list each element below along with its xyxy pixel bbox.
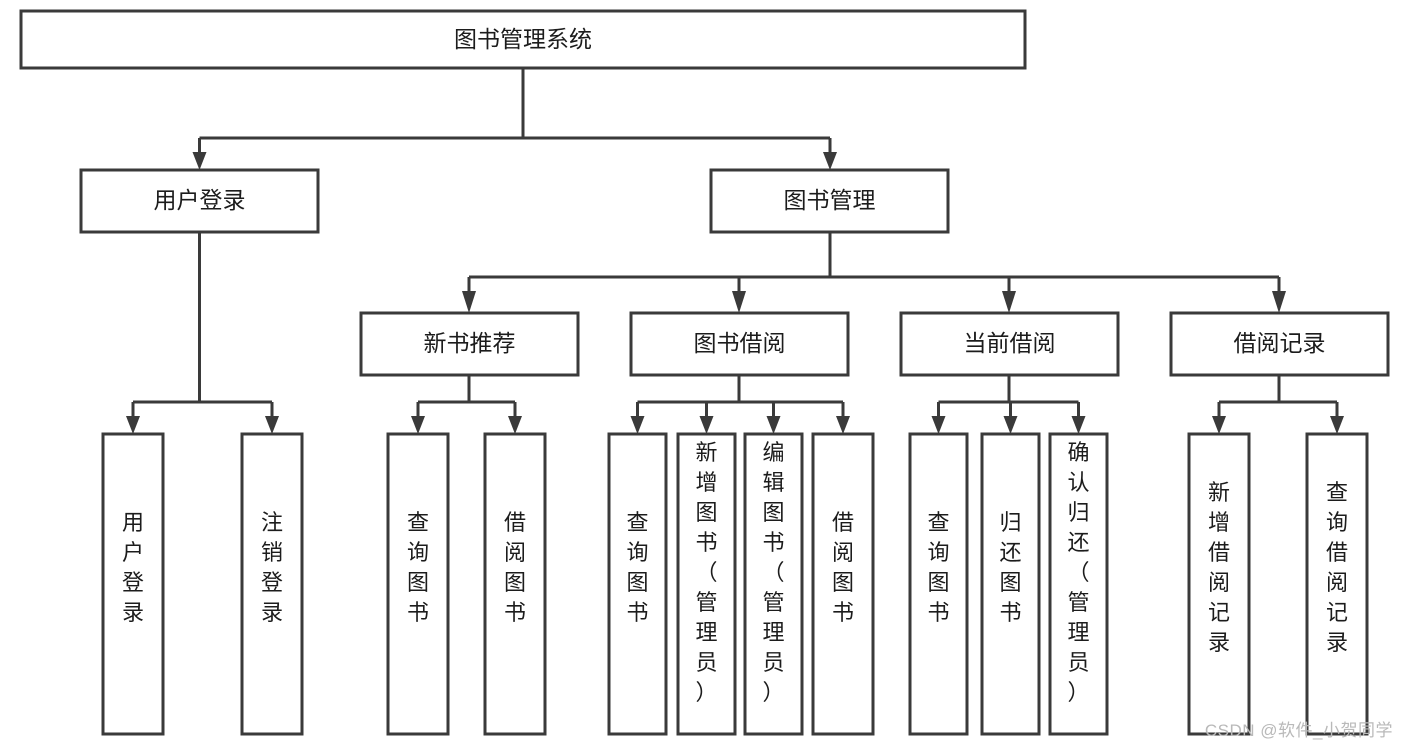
node-new-book-recommend[interactable]: 新书推荐 — [359, 311, 580, 377]
connector-borrow-record-to-leaves — [1212, 375, 1344, 434]
node-leaf-logout-box[interactable] — [240, 432, 304, 736]
node-root-box[interactable] — [19, 9, 1027, 70]
node-leaf-add-borrow-record-box[interactable] — [1187, 432, 1251, 736]
node-leaf-add-book-admin-label: 新增图书（管理员） — [695, 440, 717, 705]
node-borrow-record-box[interactable] — [1169, 311, 1390, 377]
node-book-borrow-label: 图书借阅 — [694, 330, 786, 356]
node-leaf-query-book-borrow-box[interactable] — [607, 432, 668, 736]
node-leaf-add-borrow-record[interactable]: 新增借阅记录 — [1187, 432, 1251, 736]
connector-root-to-level1 — [192, 68, 837, 170]
node-leaf-logout[interactable]: 注销登录 — [240, 432, 304, 736]
node-book-management[interactable]: 图书管理 — [709, 168, 950, 234]
node-current-borrow[interactable]: 当前借阅 — [899, 311, 1120, 377]
connector-layer — [126, 68, 1344, 434]
node-leaf-add-book-admin-box[interactable] — [676, 432, 737, 736]
node-borrow-record-label: 借阅记录 — [1234, 330, 1326, 356]
connector-book-borrow-to-leaves — [630, 375, 850, 434]
node-user-login-box[interactable] — [79, 168, 320, 234]
node-book-borrow-box[interactable] — [629, 311, 850, 377]
node-leaf-query-book-current-label: 查询图书 — [927, 510, 949, 625]
node-leaf-query-book-recommend-label: 查询图书 — [407, 510, 429, 625]
node-leaf-borrow-book[interactable]: 借阅图书 — [811, 432, 875, 736]
node-leaf-edit-book-admin-box[interactable] — [743, 432, 804, 736]
node-leaf-user-login[interactable]: 用户登录 — [101, 432, 165, 736]
node-leaf-query-book-current[interactable]: 查询图书 — [908, 432, 969, 736]
node-leaf-query-borrow-record-box[interactable] — [1305, 432, 1369, 736]
node-leaf-user-login-box[interactable] — [101, 432, 165, 736]
leaf-nodes-layer: 用户登录 注销登录 查询图书 借阅图书 查询图书 新增图书（管理员） — [101, 432, 1369, 736]
node-leaf-query-book-recommend[interactable]: 查询图书 — [386, 432, 450, 736]
node-leaf-query-book-current-box[interactable] — [908, 432, 969, 736]
node-leaf-logout-label: 注销登录 — [261, 510, 283, 625]
node-new-book-recommend-box[interactable] — [359, 311, 580, 377]
node-leaf-query-book-recommend-box[interactable] — [386, 432, 450, 736]
connector-book-mgmt-to-level2 — [462, 232, 1286, 313]
node-leaf-query-book-borrow-label: 查询图书 — [626, 510, 648, 625]
node-leaf-borrow-book-recommend[interactable]: 借阅图书 — [483, 432, 547, 736]
node-leaf-confirm-return-admin-box[interactable] — [1048, 432, 1109, 736]
node-leaf-return-book-label: 归还图书 — [999, 510, 1021, 625]
connector-user-login-to-leaves — [126, 232, 279, 434]
node-leaf-borrow-book-recommend-label: 借阅图书 — [504, 510, 526, 625]
node-leaf-return-book[interactable]: 归还图书 — [980, 432, 1041, 736]
node-current-borrow-label: 当前借阅 — [964, 330, 1056, 356]
connector-new-book-recommend-to-leaves — [411, 375, 522, 434]
node-leaf-add-borrow-record-label: 新增借阅记录 — [1208, 480, 1230, 655]
node-leaf-add-book-admin[interactable]: 新增图书（管理员） — [676, 432, 737, 736]
node-leaf-query-borrow-record-label: 查询借阅记录 — [1326, 480, 1348, 655]
node-borrow-record[interactable]: 借阅记录 — [1169, 311, 1390, 377]
node-current-borrow-box[interactable] — [899, 311, 1120, 377]
node-user-login-label: 用户登录 — [154, 187, 246, 213]
connector-current-borrow-to-leaves — [931, 375, 1086, 434]
node-book-borrow[interactable]: 图书借阅 — [629, 311, 850, 377]
node-leaf-query-book-borrow[interactable]: 查询图书 — [607, 432, 668, 736]
node-root-label: 图书管理系统 — [454, 26, 592, 52]
node-leaf-return-book-box[interactable] — [980, 432, 1041, 736]
node-leaf-user-login-label: 用户登录 — [122, 510, 144, 625]
node-root-book-management-system[interactable]: 图书管理系统 — [19, 9, 1027, 70]
node-leaf-borrow-book-label: 借阅图书 — [832, 510, 854, 625]
node-leaf-query-borrow-record[interactable]: 查询借阅记录 — [1305, 432, 1369, 736]
node-book-management-label: 图书管理 — [784, 187, 876, 213]
node-user-login[interactable]: 用户登录 — [79, 168, 320, 234]
node-leaf-confirm-return-admin[interactable]: 确认归还（管理员） — [1048, 432, 1109, 736]
node-leaf-borrow-book-box[interactable] — [811, 432, 875, 736]
node-leaf-borrow-book-recommend-box[interactable] — [483, 432, 547, 736]
node-leaf-edit-book-admin[interactable]: 编辑图书（管理员） — [743, 432, 804, 736]
node-book-management-box[interactable] — [709, 168, 950, 234]
node-leaf-edit-book-admin-label: 编辑图书（管理员） — [762, 440, 784, 705]
node-new-book-recommend-label: 新书推荐 — [424, 330, 516, 356]
node-leaf-confirm-return-admin-label: 确认归还（管理员） — [1067, 440, 1089, 705]
